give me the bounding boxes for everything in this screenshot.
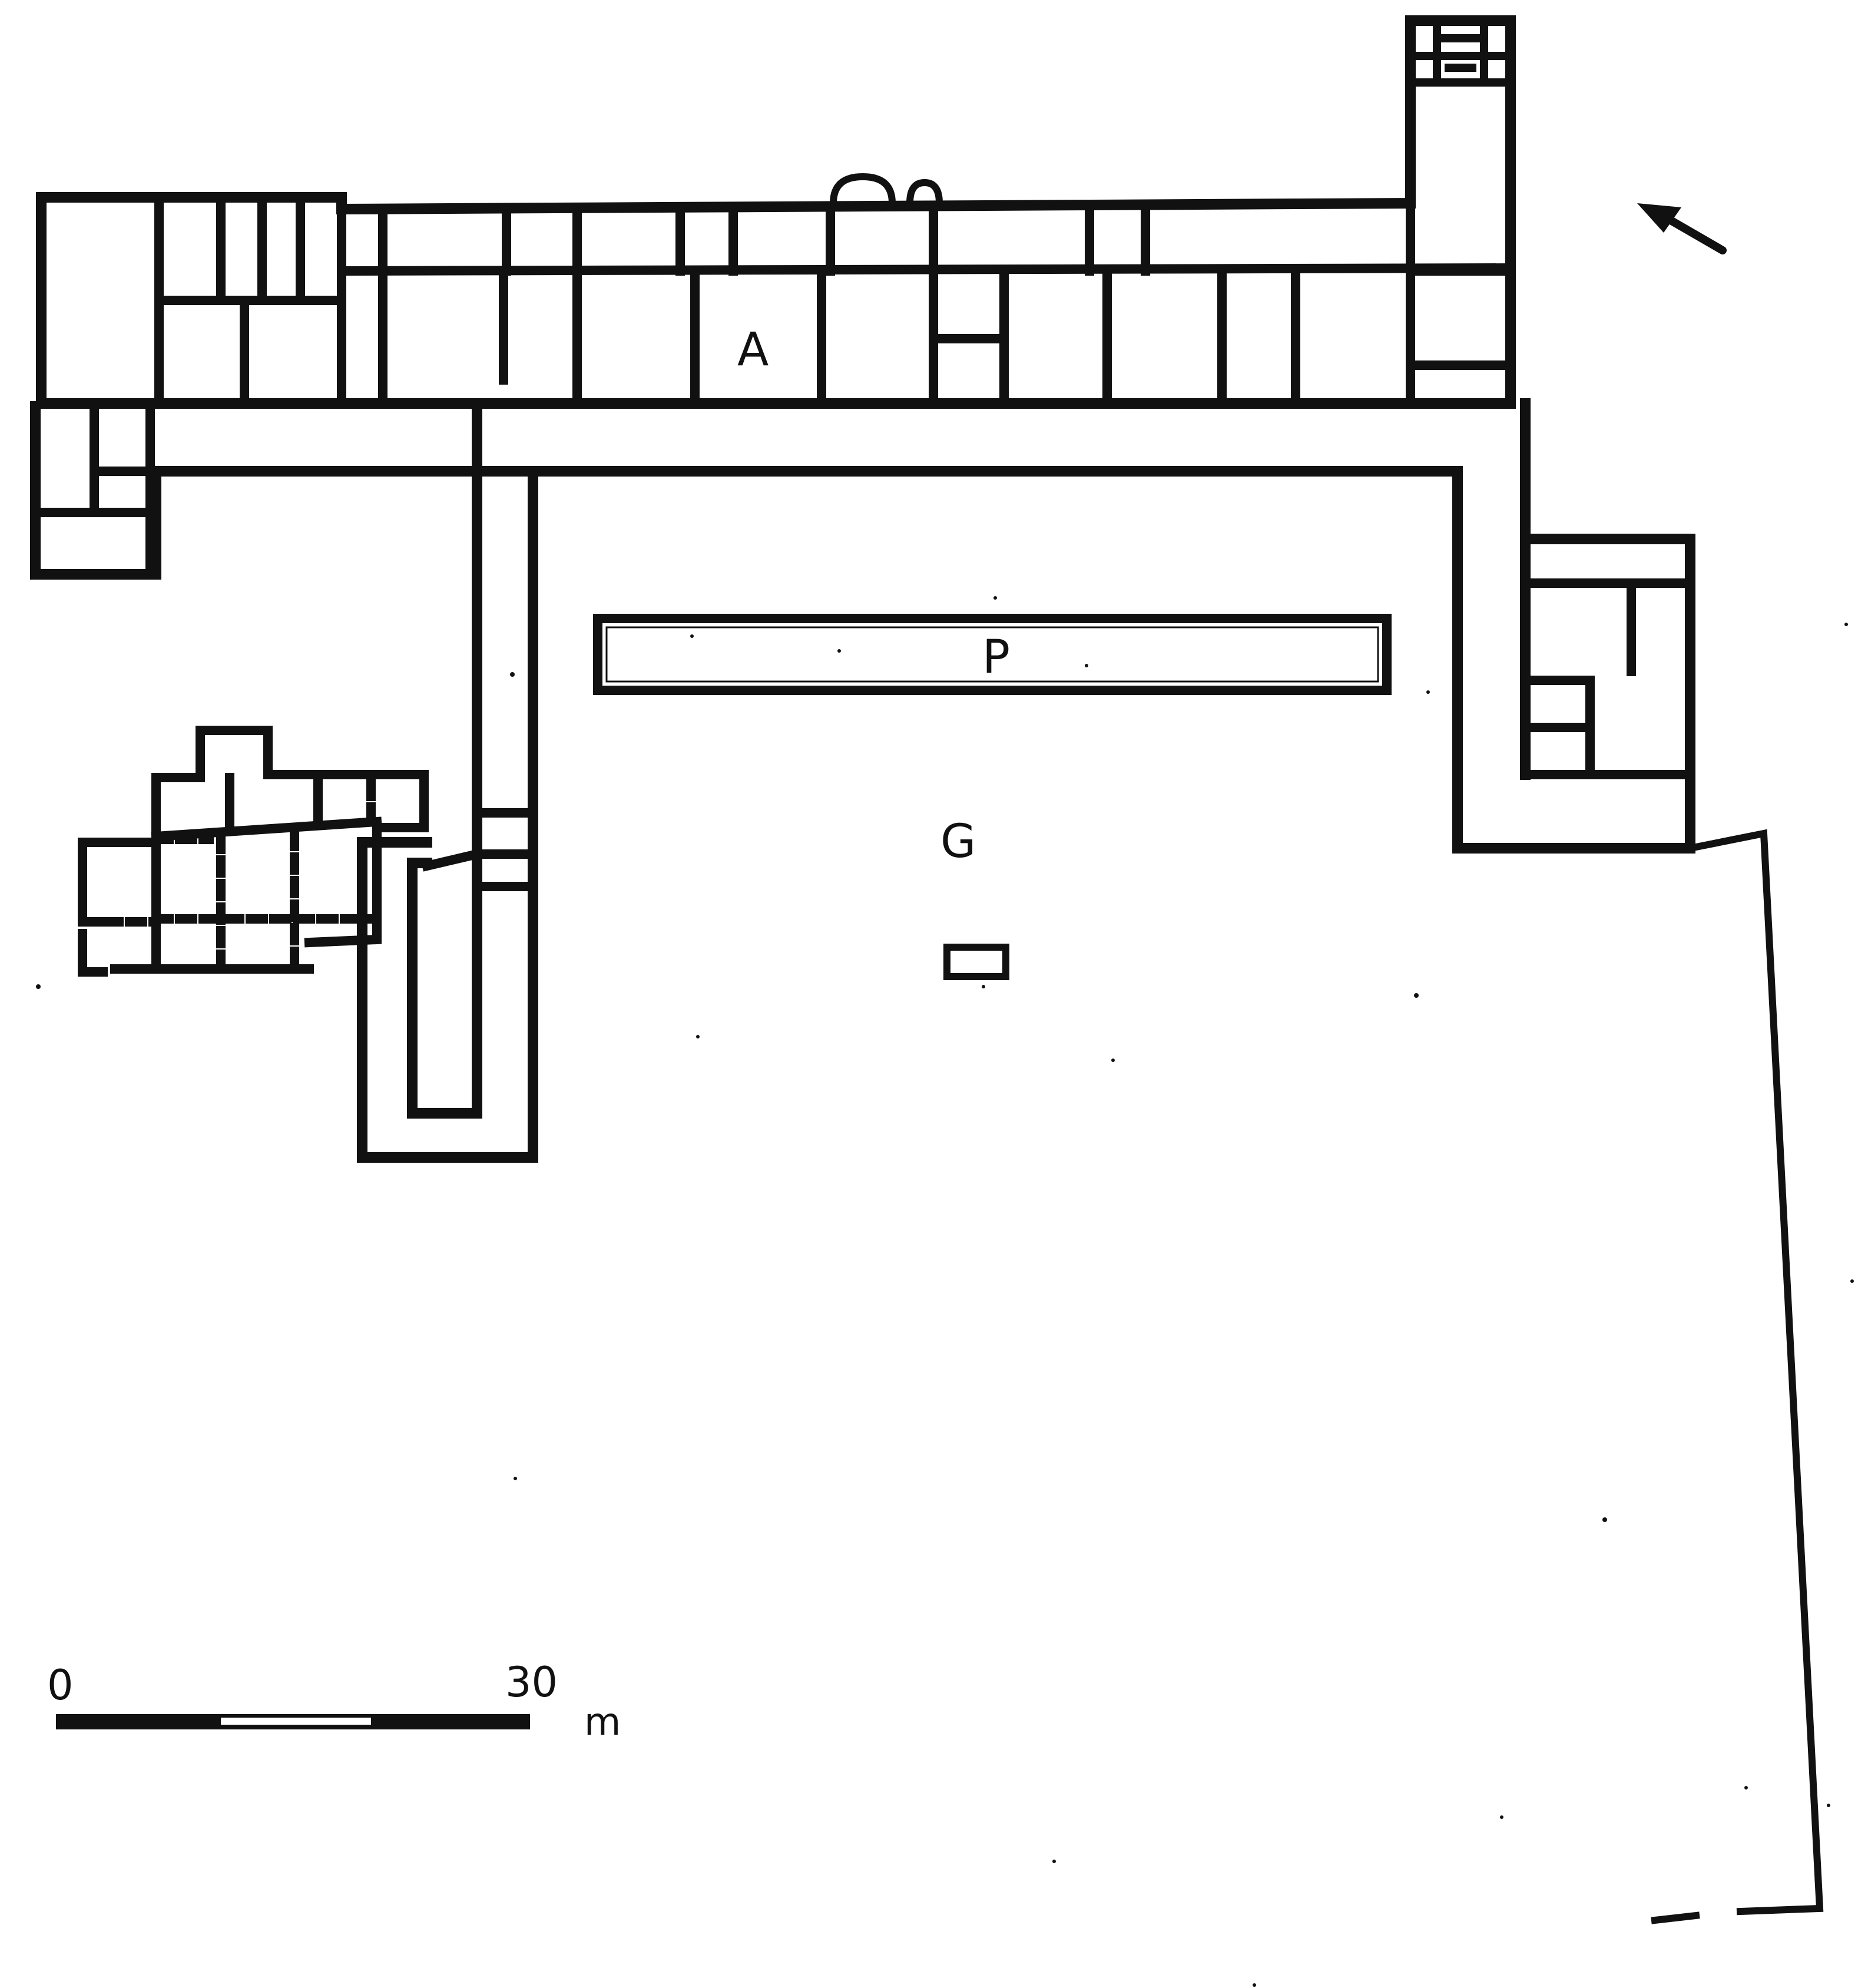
- west-lower-rooms: [31, 402, 155, 579]
- scale-bar-end-label: 30: [505, 1658, 558, 1706]
- north-range-outer-wall: [36, 15, 1516, 409]
- east-boundary-wall: [1685, 829, 1824, 1916]
- east-annex-rooms: [1521, 578, 1695, 779]
- ruined-building-dashed: [78, 779, 382, 974]
- garden-basin: [943, 944, 1009, 980]
- pool-inner-outline: [605, 626, 1379, 683]
- scale-bar-segment: [221, 1718, 371, 1725]
- label-garden: G: [940, 815, 976, 868]
- scale-bar-start-label: 0: [47, 1661, 74, 1709]
- pool-outline: [593, 614, 1392, 695]
- tower-walls: [1406, 16, 1515, 87]
- north-range-rooms: [336, 199, 1516, 408]
- west-lower-block: [30, 401, 488, 580]
- label-pool: P: [982, 631, 1010, 684]
- east-boundary-wall-dash: [1651, 1911, 1700, 1924]
- west-corridor-inner: [357, 472, 538, 1163]
- west-wing-walls: [154, 196, 346, 408]
- east-annex: [1520, 534, 1695, 854]
- ruined-building-walls: [78, 726, 429, 977]
- garden-dots: [36, 596, 1854, 1987]
- scale-bar: 0 30 m: [47, 1658, 621, 1744]
- dome-small: [906, 178, 943, 207]
- north-arrow: [1637, 203, 1727, 254]
- dome-large: [829, 173, 896, 207]
- west-basin: [407, 849, 482, 1119]
- scale-bar-unit-label: m: [584, 1701, 621, 1744]
- plan-walls: [30, 15, 1824, 1924]
- label-range-a: A: [737, 323, 769, 376]
- west-corridor-details: [421, 808, 538, 891]
